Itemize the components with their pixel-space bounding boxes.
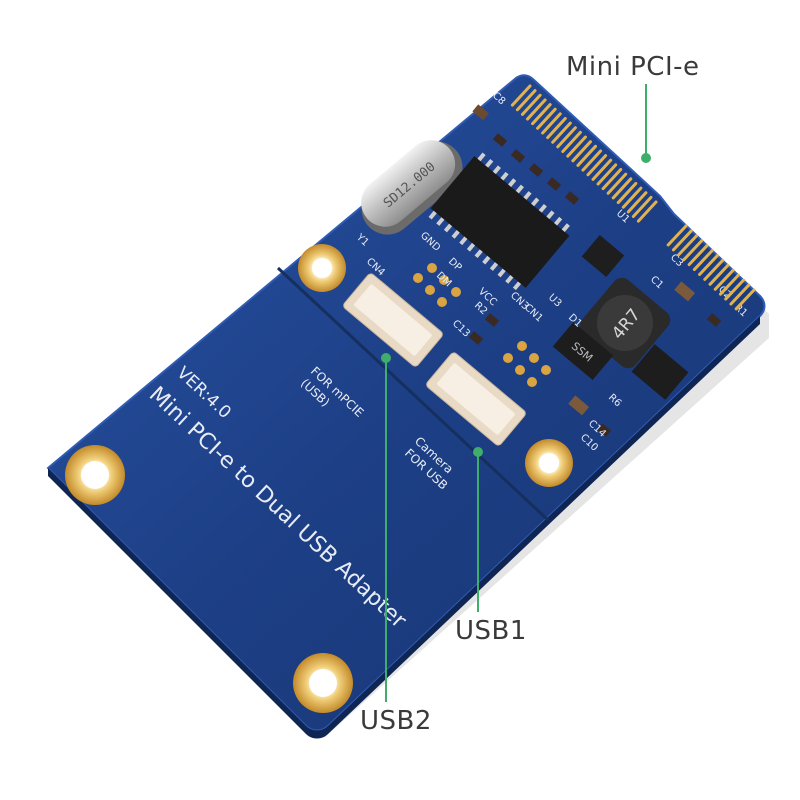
crystal-oscillator: SD12.000 <box>361 140 463 235</box>
board-edge <box>48 316 760 739</box>
gold-finger <box>591 158 613 181</box>
callout-usb2: USB2 <box>360 706 432 736</box>
gold-finger <box>586 154 608 177</box>
diode-chip: SSM <box>552 322 614 380</box>
mounting-hole-left <box>65 445 125 505</box>
gold-finger <box>621 186 643 209</box>
smd-components <box>468 104 722 437</box>
mounting-hole-right <box>525 439 573 487</box>
gold-finger <box>566 135 587 158</box>
gold-finger <box>671 229 693 252</box>
gold-finger <box>636 200 658 223</box>
power-inductor: 4R7 <box>579 277 671 369</box>
gold-finger <box>718 273 740 296</box>
usb1-connector <box>426 352 526 446</box>
gold-finger <box>687 244 709 267</box>
gold-finger <box>698 254 719 276</box>
usb-hub-chip <box>428 152 570 291</box>
gold-finger <box>551 121 572 144</box>
leader-usb2-dot <box>381 353 391 363</box>
mounting-hole-top <box>298 244 346 292</box>
gold-finger <box>546 116 567 140</box>
gold-finger <box>734 288 756 311</box>
gold-edge-fingers <box>510 84 756 311</box>
gold-finger <box>596 163 618 186</box>
gold-finger <box>536 107 557 130</box>
callout-leaders <box>381 84 651 702</box>
gold-finger <box>611 177 633 200</box>
gold-finger <box>616 181 638 205</box>
silk-divider <box>276 266 550 522</box>
usb2-connector <box>343 273 443 367</box>
callout-usb1: USB1 <box>455 616 527 646</box>
gold-finger <box>724 278 746 301</box>
gold-finger <box>677 234 698 257</box>
gold-finger <box>713 268 735 291</box>
leader-mini-pcie-dot <box>641 153 651 163</box>
gold-finger <box>541 112 562 135</box>
gold-finger <box>576 144 598 167</box>
gold-finger <box>729 283 751 306</box>
gold-finger <box>682 239 704 262</box>
gold-finger <box>692 249 714 272</box>
gold-finger <box>581 149 603 172</box>
gold-finger <box>556 126 577 149</box>
chip-u3 <box>631 344 689 400</box>
gold-finger <box>571 140 592 163</box>
leader-usb1-dot <box>473 447 483 457</box>
gold-finger <box>606 172 628 195</box>
regulator-u1 <box>581 234 625 278</box>
callout-mini-pcie: Mini PCI-e <box>566 52 700 82</box>
gold-finger <box>526 98 547 121</box>
gold-finger <box>626 191 648 214</box>
gold-finger <box>666 224 688 247</box>
gold-finger <box>531 103 552 126</box>
gold-finger <box>520 93 542 116</box>
gold-finger <box>561 130 582 154</box>
gold-finger <box>515 89 537 112</box>
mounting-hole-bottom <box>293 653 353 713</box>
gold-finger <box>703 258 725 281</box>
test-pads <box>413 263 551 387</box>
gold-finger <box>631 195 653 218</box>
gold-finger <box>708 263 730 286</box>
gold-finger <box>601 168 623 191</box>
gold-finger <box>510 84 532 107</box>
